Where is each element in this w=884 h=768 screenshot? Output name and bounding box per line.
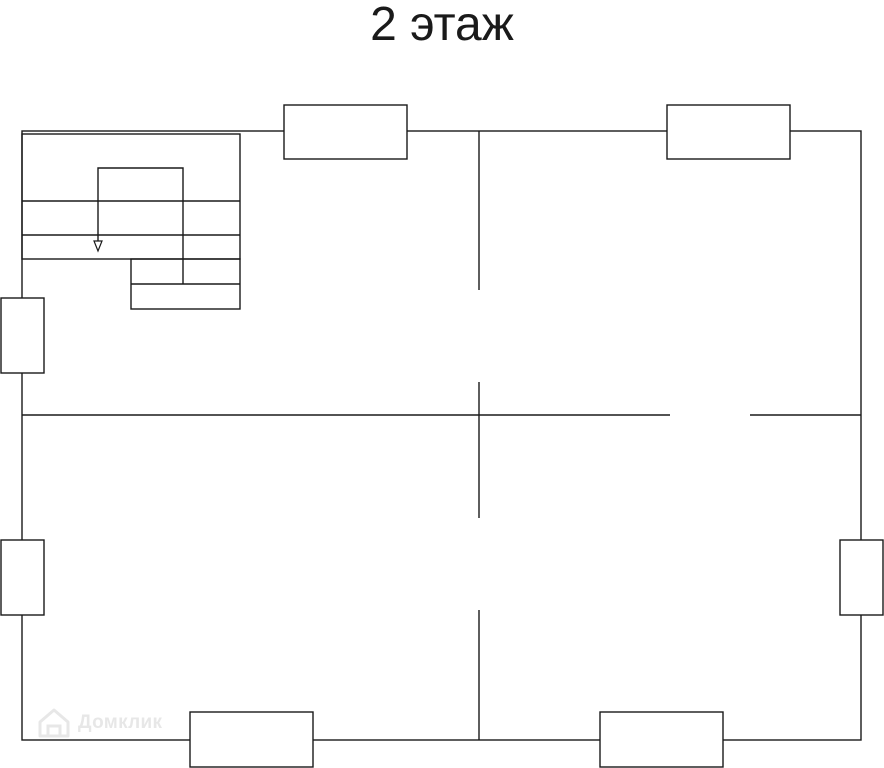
staircase [21,133,241,310]
window-right [839,539,884,616]
outer-wall [21,130,862,741]
interior-partitions [22,131,861,740]
window-left-lower [0,539,45,616]
stair-direction-path [97,167,184,284]
window-bottom-right [599,711,724,768]
floor-title: 2 этаж [370,0,514,51]
window-bottom-left [189,711,314,768]
watermark-text: Домклик [78,712,163,733]
stair-upper-flight [21,133,241,260]
window-top-left [283,104,408,160]
windows [0,104,884,768]
window-top-right [666,104,791,160]
stair-direction-arrow-icon [93,240,103,253]
watermark: Домклик [36,705,162,741]
window-left-upper [0,297,45,374]
house-logo-icon [38,708,70,738]
